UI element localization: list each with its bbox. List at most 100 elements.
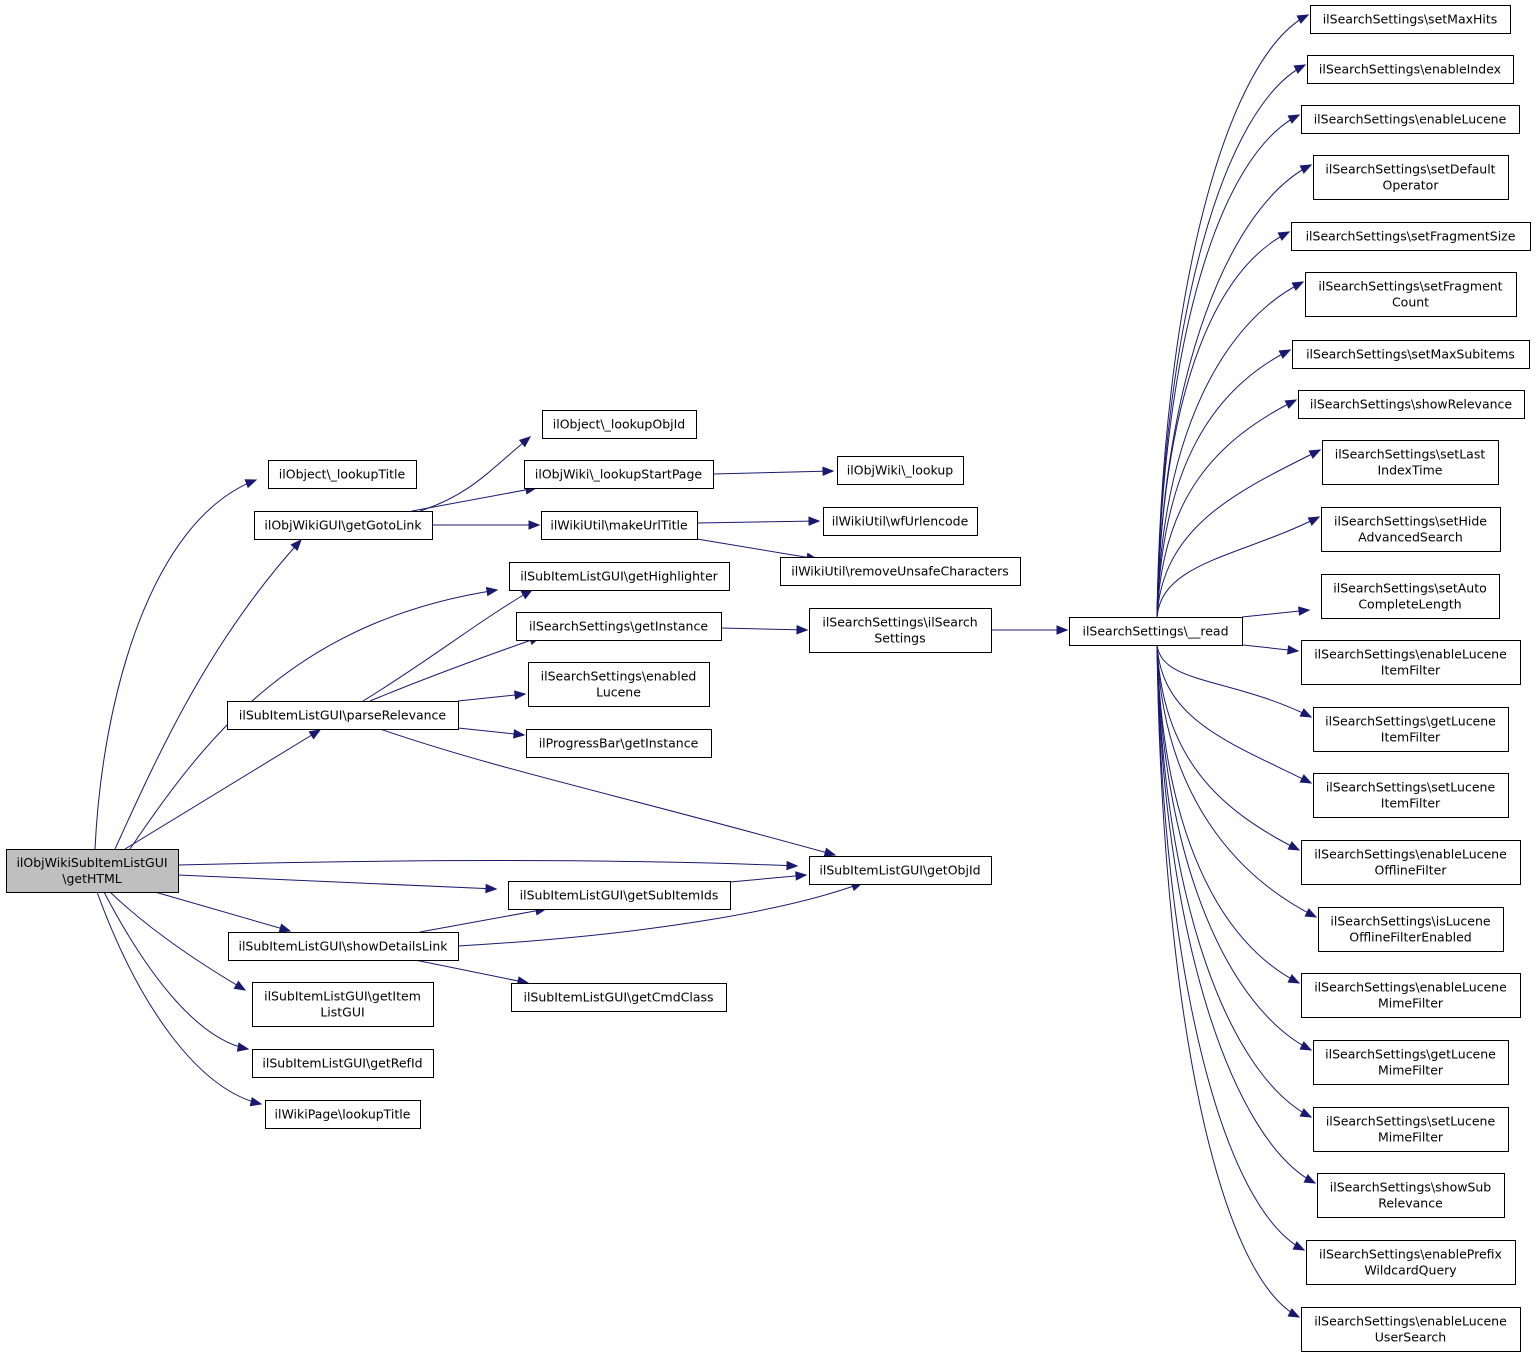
edge-line bbox=[720, 627, 808, 631]
edge-arrowhead bbox=[1299, 774, 1313, 784]
edge-line bbox=[177, 860, 798, 867]
node-box bbox=[511, 983, 727, 1012]
edge-arrowhead bbox=[1299, 1108, 1313, 1118]
node-getCmdClass[interactable]: ilSubItemListGUI\getCmdClass bbox=[511, 983, 727, 1012]
node-setFragmentSize[interactable]: ilSearchSettings\setFragmentSize bbox=[1291, 222, 1531, 251]
node-isLuceneOffline[interactable]: ilSearchSettings\isLuceneOfflineFilterEn… bbox=[1318, 907, 1504, 952]
node-box bbox=[6, 849, 179, 893]
node-showDetailsLink[interactable]: ilSubItemListGUI\showDetailsLink bbox=[228, 932, 459, 961]
node-lookupObjId[interactable]: ilObject\_lookupObjId bbox=[542, 410, 697, 439]
edge-arrowhead bbox=[808, 516, 821, 526]
edge-root-to-lookupTitle bbox=[94, 479, 258, 850]
node-enablePrefix[interactable]: ilSearchSettings\enablePrefixWildcardQue… bbox=[1306, 1240, 1516, 1285]
node-getGotoLink[interactable]: ilObjWikiGUI\getGotoLink bbox=[254, 511, 433, 540]
node-wfUrlencode[interactable]: ilWikiUtil\wfUrlencode bbox=[823, 507, 978, 536]
edge-line bbox=[457, 882, 863, 947]
node-label: ilWikiPage\lookupTitle bbox=[275, 1107, 411, 1122]
node-label: Operator bbox=[1383, 178, 1440, 193]
node-box bbox=[1307, 55, 1514, 84]
node-box bbox=[1318, 907, 1504, 952]
node-label: ilSearchSettings\enableLucene bbox=[1314, 980, 1507, 995]
node-showRelevance[interactable]: ilSearchSettings\showRelevance bbox=[1298, 390, 1525, 419]
edge-line bbox=[1241, 609, 1310, 618]
node-label: CompleteLength bbox=[1358, 597, 1461, 612]
node-parseRelevance[interactable]: ilSubItemListGUI\parseRelevance bbox=[227, 701, 459, 730]
node-ilObjWikiLookup[interactable]: ilObjWiki\_lookup bbox=[837, 456, 964, 485]
edge-line bbox=[1156, 644, 1305, 1251]
edge-line bbox=[1156, 399, 1297, 618]
edge-line bbox=[177, 874, 497, 890]
edge-read-to-enableLuceneItemFilter bbox=[1242, 644, 1300, 655]
node-label: ilSearchSettings\enablePrefix bbox=[1319, 1247, 1502, 1262]
node-enableLucene[interactable]: ilSearchSettings\enableLucene bbox=[1301, 105, 1520, 134]
edge-getGotoLink-to-lookupObjId bbox=[419, 436, 532, 512]
node-progressBar[interactable]: ilProgressBar\getInstance bbox=[526, 729, 712, 758]
node-lookupStartPage[interactable]: ilObjWiki\_lookupStartPage bbox=[524, 460, 714, 489]
node-label: ilSearchSettings\enabled bbox=[541, 669, 697, 684]
edge-read-to-showRelevance bbox=[1156, 399, 1298, 618]
edge-arrowhead bbox=[485, 883, 498, 894]
node-label: ilObjWiki\_lookupStartPage bbox=[535, 467, 703, 482]
node-label: ilSubItemListGUI\showDetailsLink bbox=[238, 939, 448, 954]
node-label: ilSearchSettings\setLast bbox=[1335, 447, 1486, 462]
node-getInstance[interactable]: ilSearchSettings\getInstance bbox=[516, 612, 722, 641]
node-box bbox=[516, 612, 722, 641]
edge-arrowhead bbox=[1299, 164, 1313, 174]
edge-arrowhead bbox=[249, 1097, 263, 1107]
node-root[interactable]: ilObjWikiSubItemListGUI\getHTML bbox=[6, 849, 179, 893]
edge-arrowhead bbox=[822, 466, 835, 476]
edge-parseRelevance-to-getObjId bbox=[379, 728, 837, 857]
edge-read-to-setLuceneItemFilter bbox=[1156, 644, 1313, 784]
node-getRefId[interactable]: ilSubItemListGUI\getRefId bbox=[252, 1049, 434, 1078]
node-setMaxHits[interactable]: ilSearchSettings\setMaxHits bbox=[1310, 5, 1511, 34]
edge-line bbox=[1156, 349, 1291, 618]
node-getObjId[interactable]: ilSubItemListGUI\getObjId bbox=[809, 856, 992, 885]
node-enableLuceneOffline[interactable]: ilSearchSettings\enableLuceneOfflineFilt… bbox=[1301, 840, 1521, 885]
node-setMaxSubitems[interactable]: ilSearchSettings\setMaxSubitems bbox=[1292, 340, 1530, 369]
edge-arrowhead bbox=[1293, 64, 1307, 74]
edge-arrowhead bbox=[528, 520, 541, 530]
node-label: ilSearchSettings\getInstance bbox=[529, 619, 708, 634]
edge-arrowhead bbox=[485, 586, 499, 597]
node-enableIndex[interactable]: ilSearchSettings\enableIndex bbox=[1307, 55, 1514, 84]
node-box bbox=[1310, 5, 1511, 34]
edge-line bbox=[1156, 644, 1312, 1118]
node-lookupTitle[interactable]: ilObject\_lookupTitle bbox=[268, 460, 417, 489]
node-box bbox=[524, 460, 714, 489]
node-makeUrlTitle[interactable]: ilWikiUtil\makeUrlTitle bbox=[541, 511, 698, 540]
node-read[interactable]: ilSearchSettings\__read bbox=[1069, 617, 1243, 646]
node-box bbox=[1306, 1240, 1516, 1285]
node-ctor[interactable]: ilSearchSettings\ilSearchSettings bbox=[809, 608, 992, 653]
node-box bbox=[252, 1049, 434, 1078]
node-wikiLookupTitle[interactable]: ilWikiPage\lookupTitle bbox=[265, 1100, 421, 1129]
edge-line bbox=[1156, 14, 1309, 618]
node-label: AdvancedSearch bbox=[1358, 530, 1463, 545]
node-box bbox=[1305, 272, 1517, 317]
node-getSubItemIds[interactable]: ilSubItemListGUI\getSubItemIds bbox=[508, 881, 731, 910]
edge-line bbox=[1156, 644, 1300, 984]
node-getHighlighter[interactable]: ilSubItemListGUI\getHighlighter bbox=[509, 562, 730, 591]
edge-arrowhead bbox=[1292, 1241, 1306, 1251]
node-box bbox=[268, 460, 417, 489]
edge-read-to-getLuceneMime bbox=[1156, 644, 1313, 1051]
node-label: ilSubItemListGUI\getItem bbox=[264, 989, 421, 1004]
edge-read-to-enablePrefix bbox=[1156, 644, 1306, 1251]
edge-arrowhead bbox=[1298, 606, 1311, 616]
node-box bbox=[809, 856, 992, 885]
node-removeUnsafe[interactable]: ilWikiUtil\removeUnsafeCharacters bbox=[780, 557, 1021, 586]
